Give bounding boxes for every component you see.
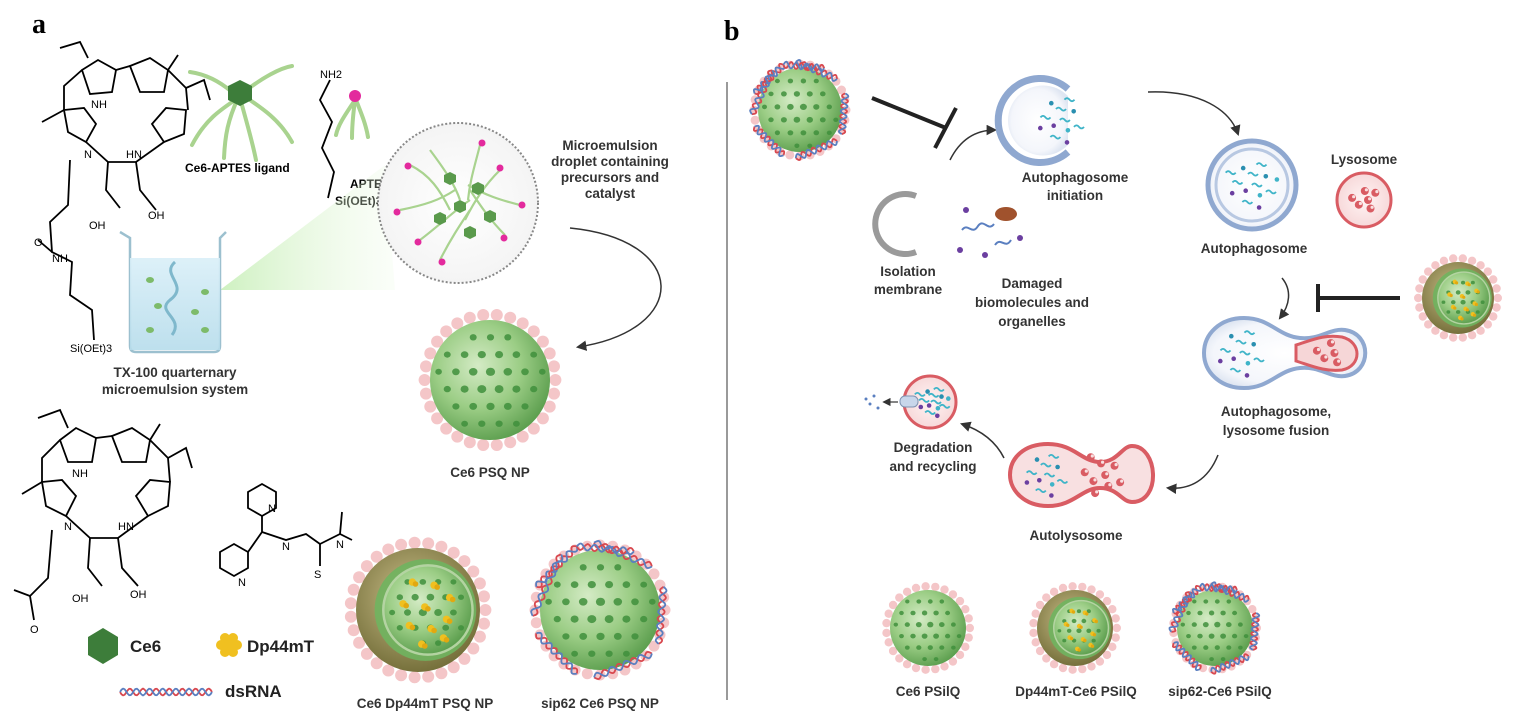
legend-dsrna-icon (119, 687, 213, 697)
arrow-to-autophagosome (1147, 91, 1241, 136)
nh2-label: NH2 (320, 69, 342, 81)
degradation-label-line2: and recycling (889, 459, 976, 474)
ce6-psilq-label: Ce6 PSilQ (896, 684, 961, 699)
arrow-to-degradation (960, 421, 1005, 459)
dp44mt-structure (219, 482, 353, 578)
dp44mt-ce6-psilq-label: Dp44mT-Ce6 PSilQ (1015, 684, 1137, 699)
isolation-label-line2: membrane (874, 282, 943, 297)
beaker-label-line2: microemulsion system (102, 382, 248, 397)
sip62-ce6-psq-np (529, 539, 671, 681)
atom-n-dp3: N (282, 541, 290, 553)
degradation-vesicle (864, 374, 958, 430)
atom-oh-1: OH (89, 220, 106, 232)
isolation-label-line1: Isolation (880, 264, 936, 279)
atom-oh-2: OH (148, 210, 165, 222)
atom-o-b: O (30, 624, 39, 636)
initiation-label-line1: Autophagosome (1022, 170, 1129, 185)
dp44mt-np-inhibitor (1414, 254, 1502, 342)
fusion-label-line2: lysosome fusion (1223, 423, 1330, 438)
damaged-label-line2: biomolecules and (975, 295, 1089, 310)
ce6-structure (13, 408, 193, 621)
legend-dp44mt-icon (216, 633, 242, 657)
autolysosome (1007, 441, 1155, 509)
atom-n: N (84, 149, 92, 161)
beaker (119, 230, 227, 354)
degradation-label-line1: Degradation (894, 440, 973, 455)
ce6-psq-np-label: Ce6 PSQ NP (450, 465, 530, 480)
atom-nh-2: NH (52, 253, 68, 265)
atom-n-b: N (64, 521, 72, 533)
arrow-to-fusion (1278, 277, 1290, 320)
inhibition-arrow-top (871, 96, 958, 149)
atom-hn: HN (126, 149, 142, 161)
panel-a-label: a (32, 9, 46, 40)
sip62-ce6-psilq-np (1168, 581, 1261, 675)
ce6-aptes-ligand-label: Ce6-APTES ligand (185, 161, 290, 175)
inhibition-arrow-right (1316, 284, 1400, 312)
ce6-hexagon-icon (228, 80, 252, 106)
legend-ce6-label: Ce6 (130, 637, 161, 656)
droplet-label-line4: catalyst (585, 186, 636, 201)
ce6-psq-np (418, 309, 562, 451)
legend-dp44mt-label: Dp44mT (247, 637, 315, 656)
sip62-np-inhibitor (749, 58, 851, 162)
atom-n-dp2: N (238, 577, 246, 589)
autophagosome-label: Autophagosome (1201, 241, 1308, 256)
autophagosome-initiation (994, 75, 1085, 166)
aptes-pink-dot (349, 90, 361, 102)
ce6-dp44mt-psq-np (344, 536, 492, 684)
atom-sioet3: Si(OEt)3 (70, 343, 112, 355)
initiation-label-line2: initiation (1047, 188, 1103, 203)
ce6-aptes-structure (37, 40, 211, 341)
arrow-to-initiation (949, 124, 998, 161)
damaged-label-line3: organelles (998, 314, 1066, 329)
aptes-ligand-icon (334, 98, 370, 140)
isolation-membrane (872, 191, 918, 257)
atom-n-dp4: N (336, 539, 344, 551)
lysosome (1335, 171, 1393, 229)
autophagosome (1205, 138, 1299, 232)
droplet-label-line3: precursors and (561, 170, 659, 185)
dp44mt-ce6-psilq-np (1029, 582, 1121, 674)
beaker-label-line1: TX-100 quarternary (113, 365, 237, 380)
atom-oh-b2: OH (130, 589, 147, 601)
legend-dsrna-label: dsRNA (225, 682, 282, 701)
damaged-biomolecules (957, 207, 1023, 258)
atom-hn-b: HN (118, 521, 134, 533)
atom-nh: NH (91, 99, 107, 111)
light-beam (220, 165, 395, 290)
atom-s: S (314, 569, 321, 581)
fusion-label-line1: Autophagosome, (1221, 404, 1331, 419)
panel-b-label: b (724, 16, 740, 47)
droplet-label-line1: Microemulsion (562, 138, 657, 153)
droplet-label-line2: droplet containing (551, 154, 669, 169)
ce6-dp44mt-psq-np-label: Ce6 Dp44mT PSQ NP (357, 696, 494, 711)
microemulsion-droplet (377, 122, 539, 284)
atom-nh-b: NH (72, 468, 88, 480)
lysosome-label: Lysosome (1331, 152, 1398, 167)
autophagosome-lysosome-fusion (1201, 315, 1368, 391)
damaged-label-line1: Damaged (1002, 276, 1063, 291)
arrow-to-autolysosome (1165, 454, 1219, 494)
autolysosome-label: Autolysosome (1029, 528, 1123, 543)
legend-ce6-hexagon-icon (88, 628, 118, 664)
aptes-structure (318, 79, 335, 199)
arrow-droplet-to-np (569, 227, 662, 351)
sip62-ce6-psq-np-label: sip62 Ce6 PSQ NP (541, 696, 659, 711)
atom-n-dp1: N (268, 503, 276, 515)
sip62-ce6-psilq-label: sip62-Ce6 PSilQ (1168, 684, 1272, 699)
atom-oh-b1: OH (72, 593, 89, 605)
ce6-psilq-np (882, 582, 974, 674)
atom-o: O (34, 237, 43, 249)
ce6-aptes-ligand-icon (188, 64, 294, 162)
